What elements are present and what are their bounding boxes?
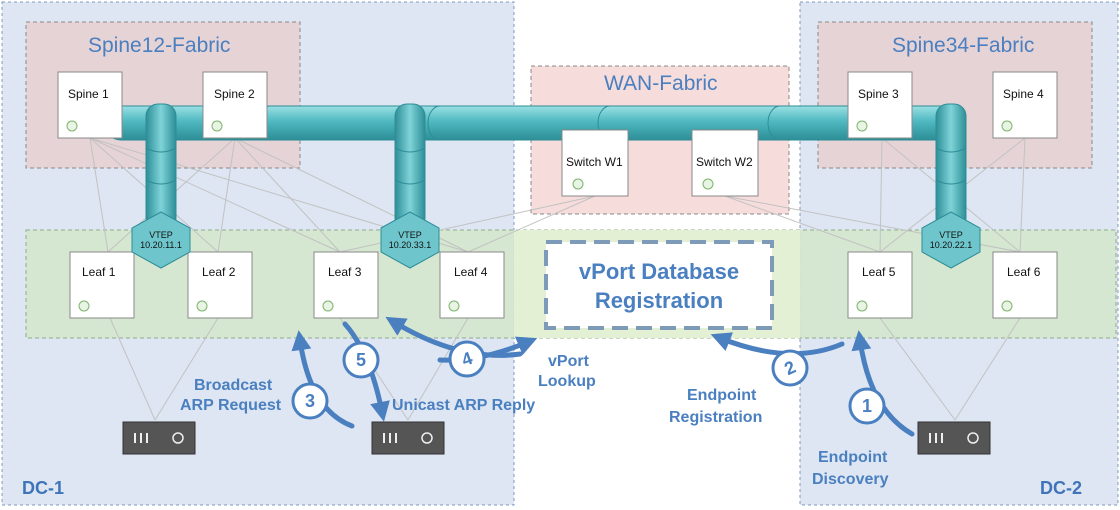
step-1-badge: 1: [848, 387, 886, 425]
endpoint-registration-label-2: Registration: [669, 409, 762, 426]
server-dc1-right[interactable]: [371, 421, 445, 455]
vtep-1-title: VTEP: [149, 230, 173, 240]
endpoint-discovery-label-2: Discovery: [812, 471, 889, 488]
switch-w1-label: Switch W1: [566, 155, 623, 169]
spine-4-node[interactable]: Spine 4: [992, 71, 1058, 139]
leaf-2-node[interactable]: Leaf 2: [187, 251, 253, 319]
step-2-badge: 2: [771, 349, 809, 387]
node-status-icon: [856, 300, 868, 312]
switch-w1-node[interactable]: Switch W1: [561, 129, 629, 197]
vtep-2-title: VTEP: [398, 230, 422, 240]
switch-w2-label: Switch W2: [696, 155, 753, 169]
vtep-2-ip: 10.20.33.1: [389, 240, 432, 250]
vport-lookup-label-1: vPort: [548, 353, 590, 370]
leaf-4-node[interactable]: Leaf 4: [439, 251, 505, 319]
leaf-1-node[interactable]: Leaf 1: [69, 251, 135, 319]
spine-1-label: Spine 1: [68, 87, 109, 101]
vtep-1-ip: 10.20.11.1: [140, 240, 182, 250]
switch-w2-node[interactable]: Switch W2: [691, 129, 759, 197]
spine-3-node[interactable]: Spine 3: [847, 71, 913, 139]
node-status-icon: [1001, 300, 1013, 312]
leaf-6-label: Leaf 6: [1007, 265, 1041, 279]
leaf-2-label: Leaf 2: [202, 265, 236, 279]
node-status-icon: [78, 300, 90, 312]
vtep-1[interactable]: VTEP 10.20.11.1: [131, 211, 191, 269]
node-status-icon: [448, 300, 460, 312]
vport-box-line1: vPort Database: [579, 259, 739, 284]
leaf-1-label: Leaf 1: [82, 265, 116, 279]
spine-1-node[interactable]: Spine 1: [57, 71, 123, 139]
leaf-5-label: Leaf 5: [862, 265, 896, 279]
vtep-3[interactable]: VTEP 10.20.22.1: [921, 211, 981, 269]
spine-3-label: Spine 3: [858, 87, 899, 101]
step-3-number: 3: [305, 391, 315, 411]
step-4-badge: 4: [448, 340, 486, 378]
spine-4-label: Spine 4: [1003, 87, 1044, 101]
vport-database-box[interactable]: vPort Database Registration: [544, 240, 774, 330]
vtep-2[interactable]: VTEP 10.20.33.1: [380, 211, 440, 269]
dc2-label: DC-2: [1040, 478, 1082, 498]
node-status-icon: [66, 120, 78, 132]
vport-box-line2: Registration: [595, 288, 723, 313]
broadcast-label-1: Broadcast: [194, 377, 273, 394]
vtep-3-title: VTEP: [939, 230, 963, 240]
node-status-icon: [856, 120, 868, 132]
spine34-fabric-title: Spine34-Fabric: [892, 34, 1034, 57]
endpoint-discovery-label-1: Endpoint: [818, 449, 888, 466]
dc1-label: DC-1: [22, 478, 64, 498]
leaf-4-label: Leaf 4: [454, 265, 488, 279]
server-dc2[interactable]: [917, 421, 991, 455]
step-5-number: 5: [356, 350, 366, 370]
step-1-number: 1: [862, 396, 872, 416]
leaf-6-node[interactable]: Leaf 6: [992, 251, 1058, 319]
node-status-icon: [572, 178, 584, 190]
node-status-icon: [322, 300, 334, 312]
vport-lookup-label-2: Lookup: [538, 373, 596, 390]
leaf-5-node[interactable]: Leaf 5: [847, 251, 913, 319]
endpoint-registration-label-1: Endpoint: [687, 387, 757, 404]
server-dc1-left[interactable]: [122, 421, 196, 455]
leaf-3-label: Leaf 3: [328, 265, 362, 279]
unicast-label: Unicast ARP Reply: [392, 397, 535, 414]
spine-2-node[interactable]: Spine 2: [202, 71, 268, 139]
vtep-3-ip: 10.20.22.1: [930, 240, 973, 250]
node-status-icon: [1001, 120, 1013, 132]
spine-2-label: Spine 2: [214, 87, 255, 101]
step-5-badge: 5: [342, 341, 380, 379]
wan-fabric-title: WAN-Fabric: [604, 72, 718, 95]
node-status-icon: [702, 178, 714, 190]
spine12-fabric-title: Spine12-Fabric: [88, 34, 230, 57]
step-3-badge: 3: [291, 382, 329, 420]
node-status-icon: [196, 300, 208, 312]
node-status-icon: [211, 120, 223, 132]
broadcast-label-2: ARP Request: [180, 397, 282, 414]
leaf-3-node[interactable]: Leaf 3: [313, 251, 379, 319]
